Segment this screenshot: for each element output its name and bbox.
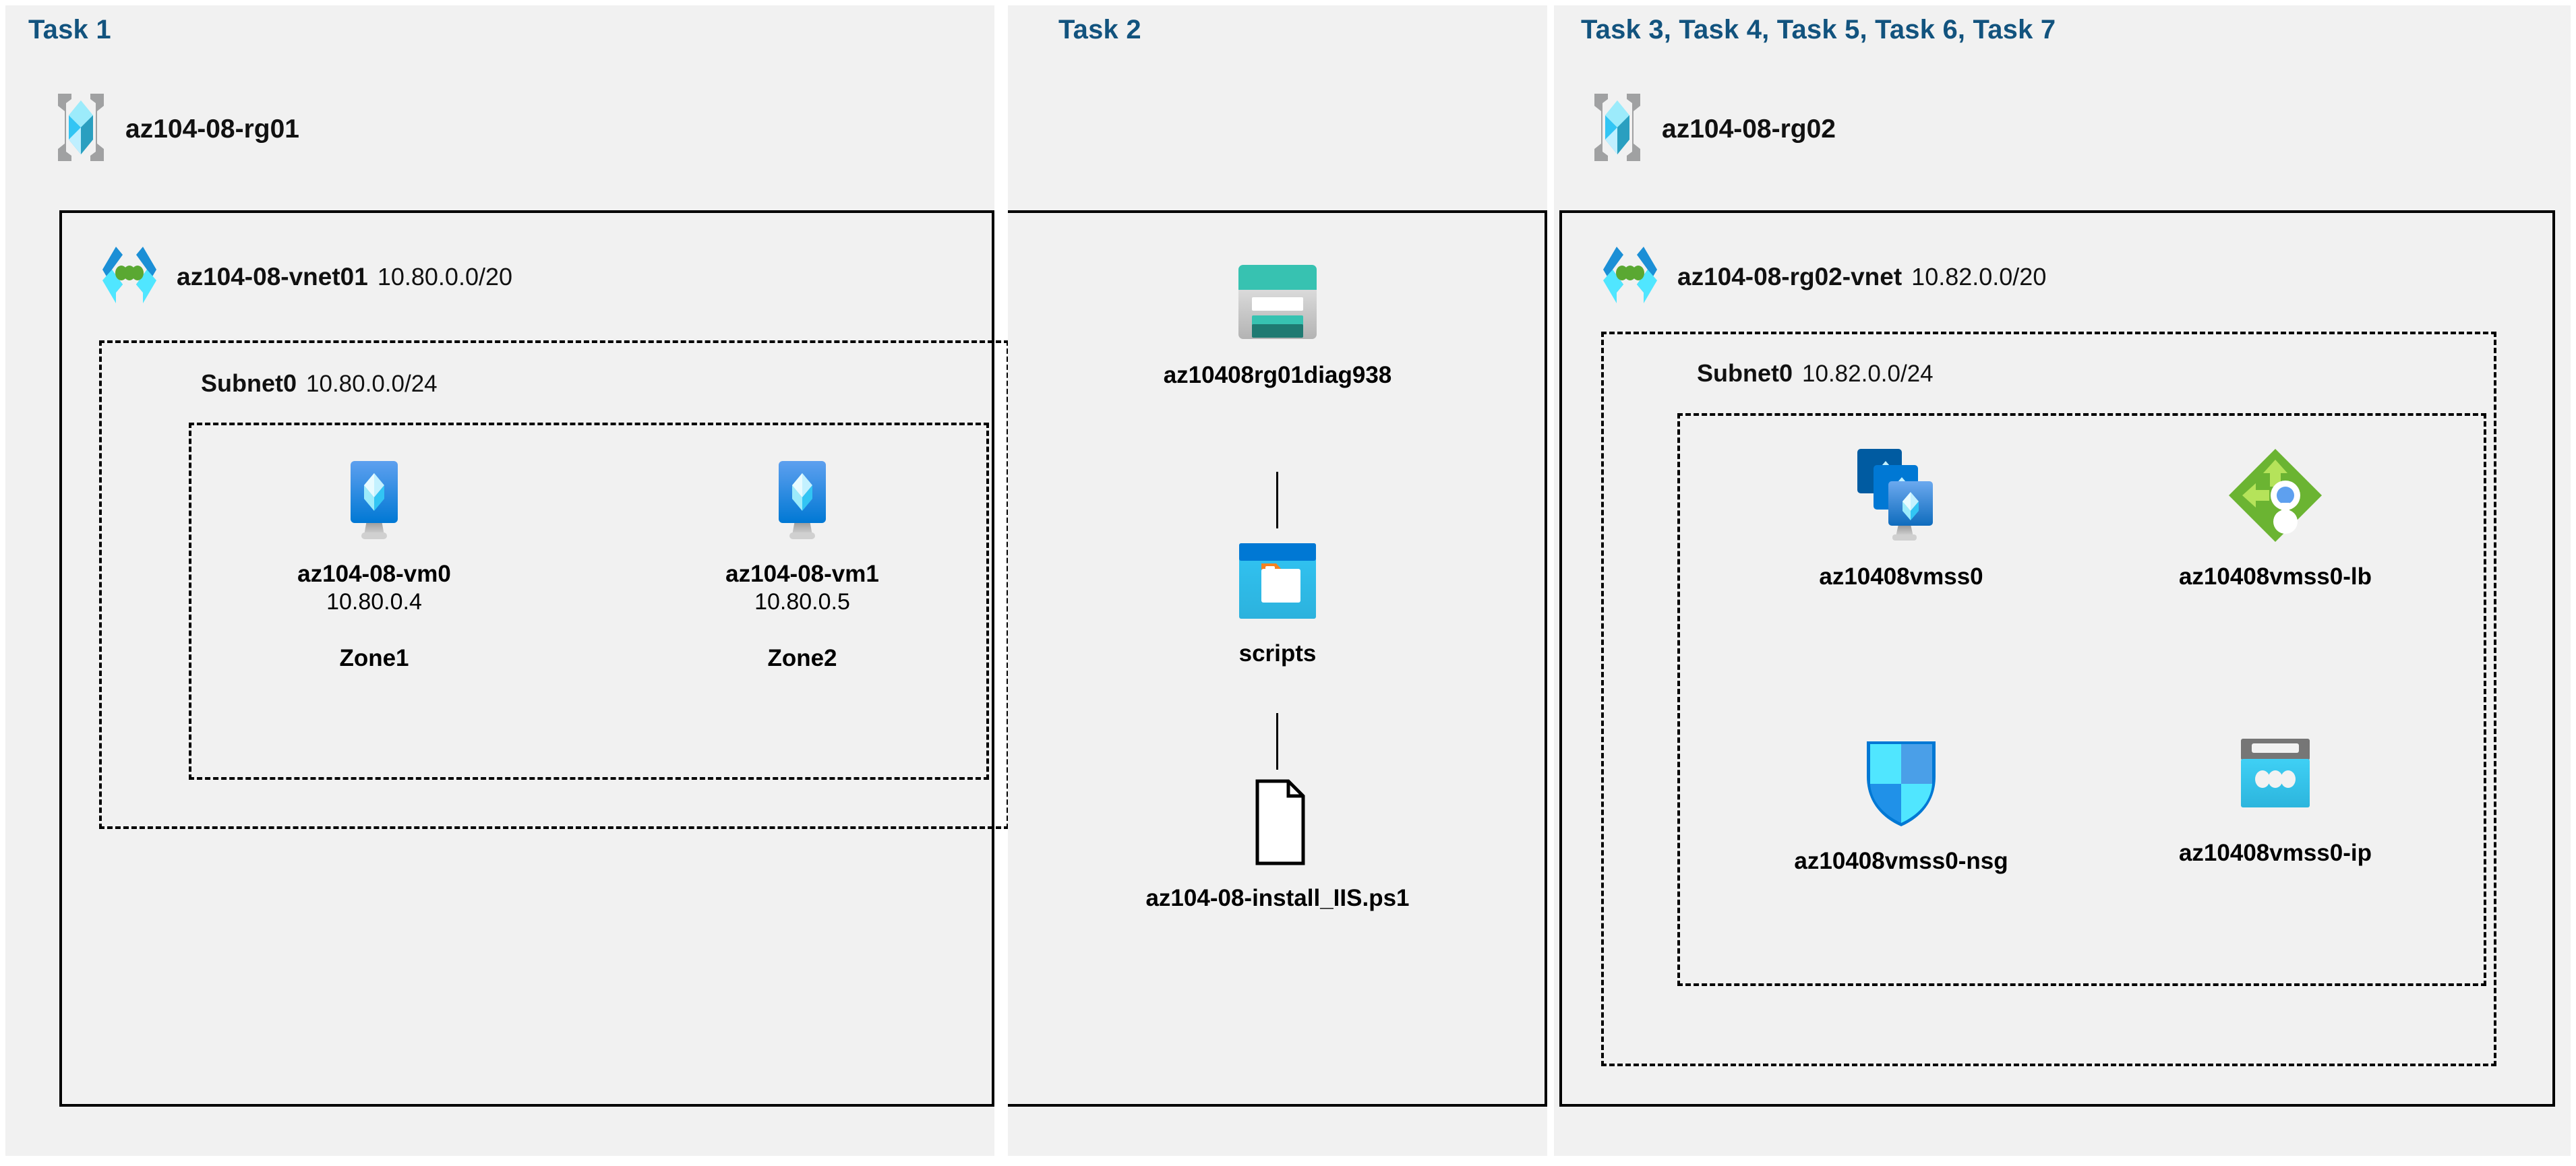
vnet-name: az104-08-rg02-vnet xyxy=(1677,262,1903,290)
vnet-cidr: 10.80.0.0/20 xyxy=(377,262,513,290)
vmss-label: az10408vmss0 xyxy=(1819,563,1983,590)
blob-container-label: scripts xyxy=(1238,640,1317,667)
vm-ip: 10.80.0.4 xyxy=(326,589,422,615)
script-file-label: az104-08-install_IIS.ps1 xyxy=(1145,885,1410,911)
nsg-label: az10408vmss0-nsg xyxy=(1794,848,2008,874)
virtual-network-icon xyxy=(96,243,163,311)
public-ip-address-icon xyxy=(2233,735,2318,826)
load-balancer-icon xyxy=(2225,445,2326,549)
storage-account-node: az10408rg01diag938 xyxy=(1109,259,1446,389)
vm-scale-set-icon xyxy=(1851,445,1952,549)
storage-account-label: az10408rg01diag938 xyxy=(1163,362,1392,388)
vnet-header-vnet01: az104-08-vnet01 10.80.0.0/20 xyxy=(96,243,512,311)
vnet-box-vnet01 xyxy=(59,210,994,1107)
resource-group-rg02: az104-08-rg02 xyxy=(1588,91,1836,167)
virtual-network-icon xyxy=(1596,243,1664,311)
storage-account-icon xyxy=(1233,259,1322,348)
task-label-2: Task 2 xyxy=(1058,15,1141,44)
panel-task1 xyxy=(5,5,994,1156)
vnet-box-rg02-vnet xyxy=(1559,210,2555,1107)
vm-ip: 10.80.0.5 xyxy=(754,589,850,615)
connector-storage-to-container xyxy=(1276,472,1278,528)
virtual-machine-icon xyxy=(765,458,839,548)
file-icon xyxy=(1236,778,1319,869)
subnet-header-left: Subnet0 10.80.0.0/24 xyxy=(201,369,438,398)
nsg-node: az10408vmss0-nsg xyxy=(1746,735,2056,875)
vm-node-0: az104-08-vm0 10.80.0.4 Zone1 xyxy=(273,458,475,672)
public-ip-label: az10408vmss0-ip xyxy=(2178,840,2372,866)
blob-container-node: scripts xyxy=(1109,539,1446,667)
connector-container-to-file xyxy=(1276,713,1278,770)
blob-container-icon xyxy=(1233,539,1322,626)
subnet-name: Subnet0 xyxy=(201,369,297,397)
subnet-inner-box-right xyxy=(1677,413,2486,986)
vm-zone: Zone1 xyxy=(339,644,409,671)
virtual-machine-icon xyxy=(337,458,411,548)
vnet-header-rg02: az104-08-rg02-vnet 10.82.0.0/20 xyxy=(1596,243,2046,311)
subnet-cidr: 10.80.0.0/24 xyxy=(306,371,438,397)
resource-group-name: az104-08-rg02 xyxy=(1662,114,1836,144)
load-balancer-label: az10408vmss0-lb xyxy=(2178,563,2372,590)
task2-content-box xyxy=(1008,210,1547,1107)
vm-label: az104-08-vm1 xyxy=(725,561,879,587)
vnet-name: az104-08-vnet01 xyxy=(177,262,368,290)
subnet-header-right: Subnet0 10.82.0.0/24 xyxy=(1697,359,1934,388)
public-ip-node: az10408vmss0-ip xyxy=(2134,735,2417,867)
subnet-box-right xyxy=(1601,332,2496,1066)
resource-group-name: az104-08-rg01 xyxy=(125,114,299,144)
vm-node-1: az104-08-vm1 10.80.0.5 Zone2 xyxy=(701,458,903,672)
panel-task3to7 xyxy=(1554,5,2571,1156)
task-label-3to7: Task 3, Task 4, Task 5, Task 6, Task 7 xyxy=(1581,15,2056,44)
subnet-cidr: 10.82.0.0/24 xyxy=(1802,361,1934,387)
resource-group-icon xyxy=(51,91,111,167)
task-label-1: Task 1 xyxy=(28,15,111,44)
resource-group-rg01: az104-08-rg01 xyxy=(51,91,299,167)
script-file-node: az104-08-install_IIS.ps1 xyxy=(1075,778,1480,912)
vm-label: az104-08-vm0 xyxy=(297,561,451,587)
vnet-cidr: 10.82.0.0/20 xyxy=(1911,262,2047,290)
vmss-node: az10408vmss0 xyxy=(1760,445,2043,590)
load-balancer-node: az10408vmss0-lb xyxy=(2134,445,2417,590)
vm-zone: Zone2 xyxy=(767,644,837,671)
resource-group-icon xyxy=(1588,91,1647,167)
network-security-group-icon xyxy=(1859,735,1944,834)
subnet-inner-box-left xyxy=(189,423,989,780)
subnet-name: Subnet0 xyxy=(1697,359,1793,387)
